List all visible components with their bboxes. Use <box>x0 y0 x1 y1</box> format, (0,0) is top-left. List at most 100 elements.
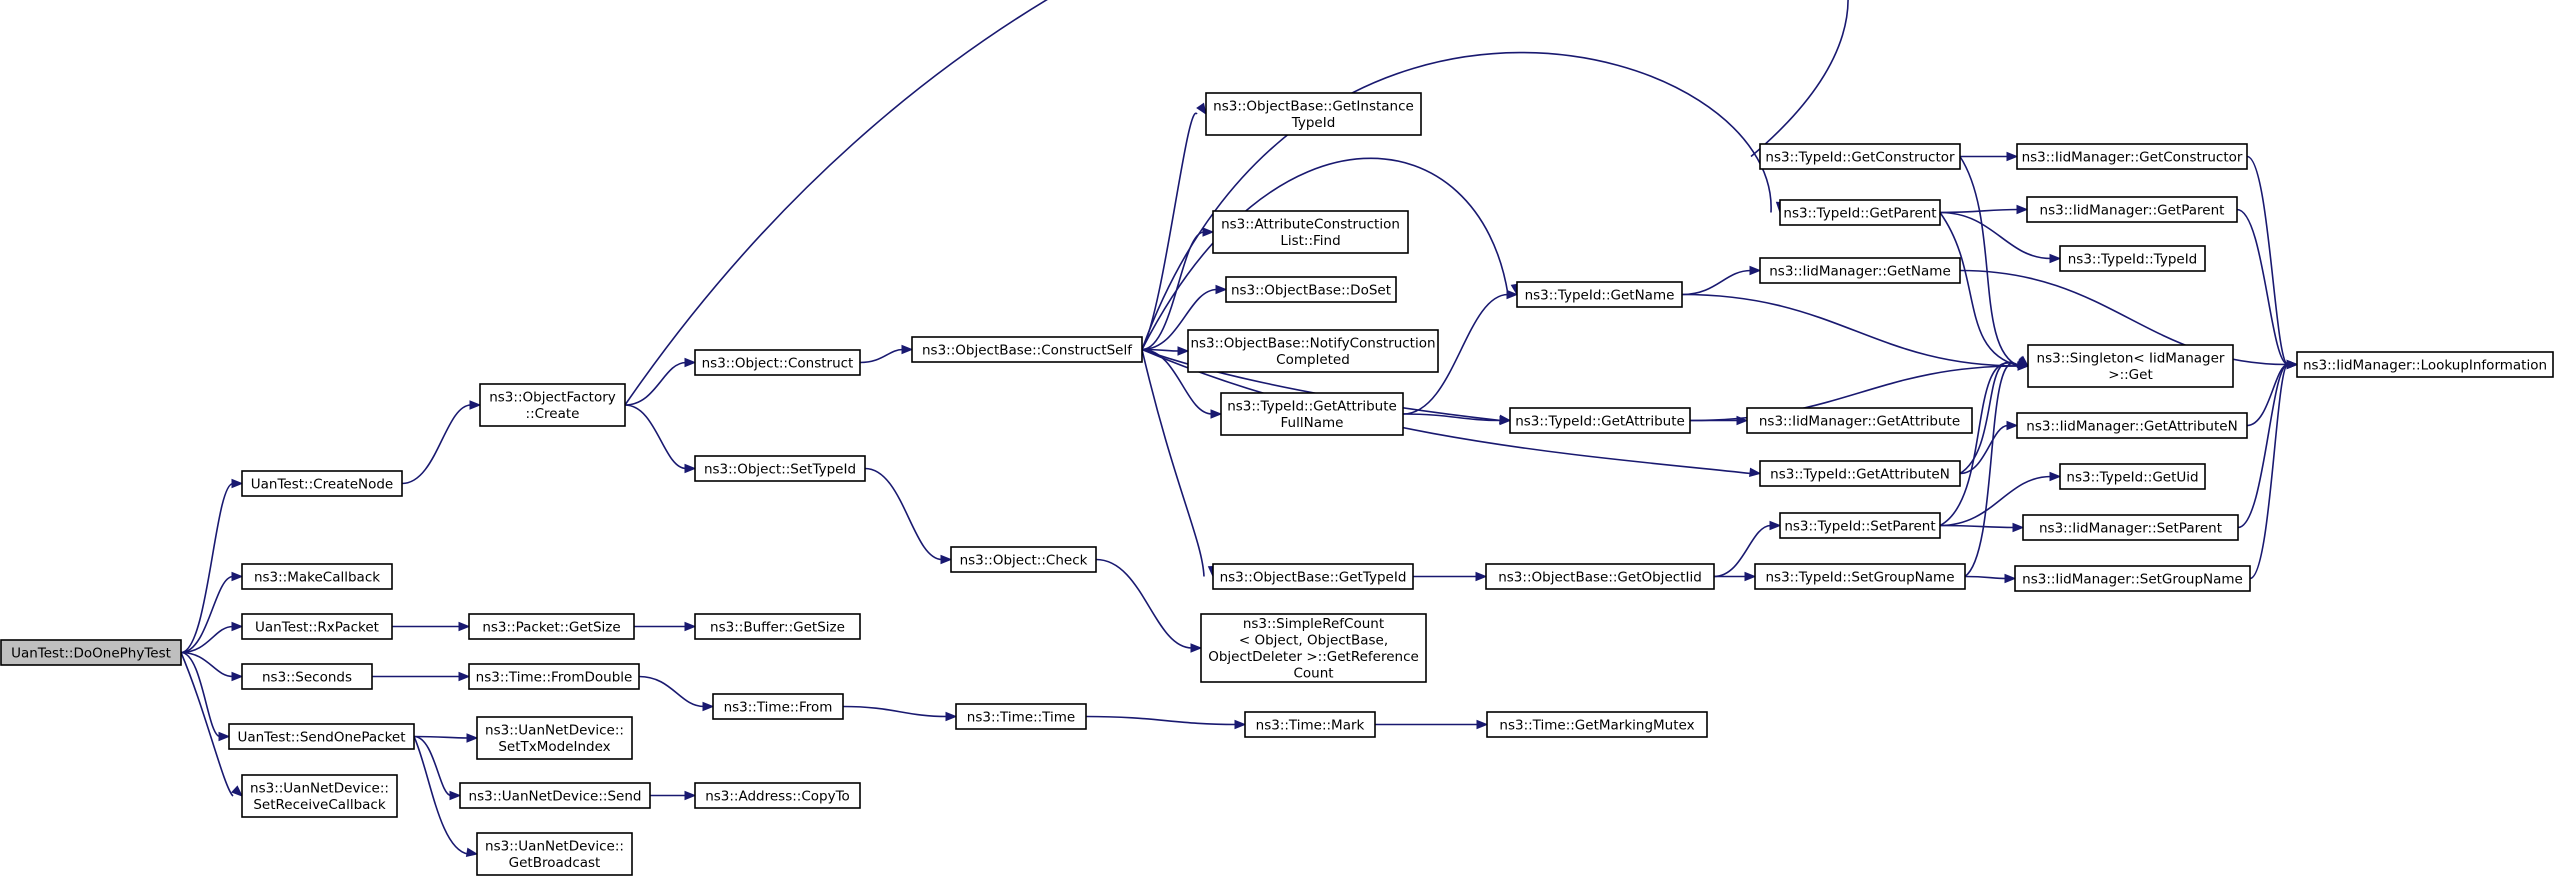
node-iidgetattrn[interactable]: ns3::IidManager::GetAttributeN <box>2016 412 2248 439</box>
node-createnode[interactable]: UanTest::CreateNode <box>241 470 403 497</box>
node-constself[interactable]: ns3::ObjectBase::ConstructSelf <box>911 336 1143 363</box>
edge-getparent-to-typeidctor <box>1939 211 2062 264</box>
node-label: ns3::ObjectBase::GetTypeId <box>1220 569 1407 585</box>
node-setrecvcb[interactable]: ns3::UanNetDevice::SetReceiveCallback <box>241 774 398 818</box>
edge-rxpacket-to-pktgetsize <box>391 621 471 632</box>
node-box <box>1516 281 1683 308</box>
node-label: ns3::IidManager::GetConstructor <box>2022 149 2243 165</box>
node-getctor[interactable]: ns3::TypeId::GetConstructor <box>1759 143 1961 170</box>
node-settypeid[interactable]: ns3::Object::SetTypeId <box>694 455 866 482</box>
node-label: Completed <box>1276 352 1350 368</box>
node-construct[interactable]: ns3::Object::Construct <box>694 349 861 376</box>
node-send[interactable]: ns3::UanNetDevice::Send <box>459 782 651 809</box>
edge-constself-to-getattrn <box>1141 348 1762 478</box>
edge-root-to-seconds <box>180 651 244 682</box>
node-root[interactable]: UanTest::DoOnePhyTest <box>0 639 182 666</box>
node-timetime[interactable]: ns3::Time::Time <box>955 703 1087 730</box>
node-iidgetctor[interactable]: ns3::IidManager::GetConstructor <box>2016 143 2248 170</box>
node-iidgetname[interactable]: ns3::IidManager::GetName <box>1759 257 1961 284</box>
node-lookup[interactable]: ns3::IidManager::LookupInformation <box>2296 351 2554 378</box>
node-iidsetparent[interactable]: ns3::IidManager::SetParent <box>2022 514 2239 541</box>
node-fromdouble[interactable]: ns3::Time::FromDouble <box>468 663 640 690</box>
edge-pktgetsize-to-bufgetsize <box>633 621 697 632</box>
node-getname[interactable]: ns3::TypeId::GetName <box>1516 281 1683 308</box>
node-box <box>241 774 398 818</box>
node-getuid[interactable]: ns3::TypeId::GetUid <box>2059 463 2206 490</box>
edge-seconds-to-fromdouble <box>371 671 471 682</box>
node-label: ns3::ObjectBase::DoSet <box>1231 282 1391 298</box>
node-singleton[interactable]: ns3::Singleton< IidManager>::Get <box>2027 344 2234 388</box>
edge-ofcreate-to-settypeid <box>624 404 697 474</box>
edge-timefrom-to-timetime <box>842 705 958 722</box>
node-box <box>1746 407 1973 434</box>
node-label: SetTxModeIndex <box>498 739 610 755</box>
node-label: ns3::ObjectBase::GetObjectIid <box>1498 569 1702 585</box>
node-notify[interactable]: ns3::ObjectBase::NotifyConstructionCompl… <box>1187 329 1439 373</box>
node-getattr[interactable]: ns3::TypeId::GetAttribute <box>1509 407 1691 434</box>
node-box <box>1759 460 1961 487</box>
node-box <box>1200 613 1427 683</box>
edge-root-to-rxpacket <box>180 621 244 654</box>
node-markmutex[interactable]: ns3::Time::GetMarkingMutex <box>1486 711 1708 738</box>
node-label: ns3::IidManager::GetParent <box>2040 202 2225 218</box>
node-copyto[interactable]: ns3::Address::CopyTo <box>694 782 861 809</box>
node-label: ns3::TypeId::SetGroupName <box>1765 569 1954 585</box>
node-label: ns3::ObjectBase::ConstructSelf <box>922 342 1133 358</box>
node-box <box>228 723 415 750</box>
node-label: ns3::TypeId::GetAttribute <box>1227 399 1397 415</box>
node-box <box>0 639 182 666</box>
node-settxmode[interactable]: ns3::UanNetDevice::SetTxModeIndex <box>476 716 633 760</box>
edge-createnode-to-ofcreate <box>401 400 482 485</box>
node-getparent[interactable]: ns3::TypeId::GetParent <box>1779 199 1941 226</box>
node-label: ns3::ObjectBase::NotifyConstruction <box>1190 336 1435 352</box>
node-box <box>2016 412 2248 439</box>
node-box <box>1486 711 1708 738</box>
node-bufgetsize[interactable]: ns3::Buffer::GetSize <box>694 613 861 640</box>
edge-getattrn-to-iidgetattrn <box>1959 420 2019 475</box>
node-label: ns3::UanNetDevice:: <box>250 781 389 797</box>
node-seconds[interactable]: ns3::Seconds <box>241 663 373 690</box>
node-sendone[interactable]: UanTest::SendOnePacket <box>228 723 415 750</box>
node-label: ns3::Time::Time <box>967 709 1075 725</box>
node-simpleref[interactable]: ns3::SimpleRefCount< Object, ObjectBase,… <box>1200 613 1427 683</box>
node-mark[interactable]: ns3::Time::Mark <box>1244 711 1376 738</box>
node-box <box>2027 344 2234 388</box>
node-label: < Object, ObjectBase, <box>1239 633 1388 649</box>
edge-iidsetgroup-to-lookup <box>2249 359 2299 580</box>
node-label: ns3::IidManager::SetParent <box>2039 520 2222 536</box>
node-iidgetparent[interactable]: ns3::IidManager::GetParent <box>2026 196 2238 223</box>
node-getobjtid[interactable]: ns3::ObjectBase::GetObjectIid <box>1485 563 1715 590</box>
node-iidsetgroup[interactable]: ns3::IidManager::SetGroupName <box>2014 565 2251 592</box>
edge-fromdouble-to-timefrom <box>638 675 715 712</box>
node-iidgetattr[interactable]: ns3::IidManager::GetAttribute <box>1746 407 1973 434</box>
node-label: UanTest::CreateNode <box>251 476 393 492</box>
node-setgroup[interactable]: ns3::TypeId::SetGroupName <box>1754 563 1966 590</box>
node-check[interactable]: ns3::Object::Check <box>950 546 1097 573</box>
node-box <box>694 455 866 482</box>
node-doset[interactable]: ns3::ObjectBase::DoSet <box>1225 276 1397 303</box>
node-box <box>2014 565 2251 592</box>
node-getbcast[interactable]: ns3::UanNetDevice::GetBroadcast <box>476 832 633 876</box>
node-box <box>241 613 393 640</box>
node-box <box>694 613 861 640</box>
node-obgettypeid[interactable]: ns3::ObjectBase::GetTypeId <box>1212 563 1414 590</box>
node-box <box>1485 563 1715 590</box>
node-timefrom[interactable]: ns3::Time::From <box>712 693 844 720</box>
edge-setparent-to-singleton <box>1939 356 2030 527</box>
node-label: List::Find <box>1280 233 1340 249</box>
node-box <box>241 470 403 497</box>
node-getattrn[interactable]: ns3::TypeId::GetAttributeN <box>1759 460 1961 487</box>
node-rxpacket[interactable]: UanTest::RxPacket <box>241 613 393 640</box>
node-pktgetsize[interactable]: ns3::Packet::GetSize <box>468 613 635 640</box>
node-label: ns3::AttributeConstruction <box>1221 217 1400 233</box>
node-typeidctor[interactable]: ns3::TypeId::TypeId <box>2059 245 2206 272</box>
node-setparent[interactable]: ns3::TypeId::SetParent <box>1779 512 1941 539</box>
node-box <box>2059 245 2206 272</box>
node-ofcreate[interactable]: ns3::ObjectFactory::Create <box>479 383 626 427</box>
node-box <box>1759 143 1961 170</box>
node-makecb[interactable]: ns3::MakeCallback <box>241 563 393 590</box>
